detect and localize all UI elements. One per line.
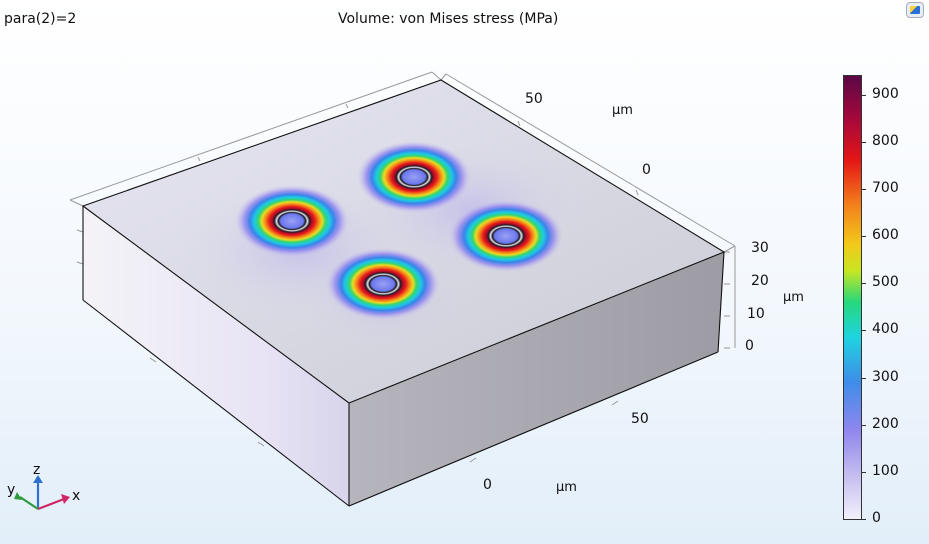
z-axis-tick-20: 20 bbox=[751, 273, 769, 289]
block-right-face bbox=[349, 252, 724, 506]
color-legend-tick bbox=[861, 236, 866, 237]
parameter-label: para(2)=2 bbox=[4, 11, 77, 27]
triad-y-label: y bbox=[7, 482, 16, 498]
front-axis-tick-50: 50 bbox=[631, 411, 649, 427]
back-axis-tick-50: 50 bbox=[525, 91, 543, 107]
z-axis-tick-30: 30 bbox=[751, 240, 769, 256]
color-legend-label: 700 bbox=[872, 180, 899, 196]
front-axis-tick-0: 0 bbox=[483, 477, 492, 493]
color-legend-label: 600 bbox=[872, 227, 899, 243]
hotspot-left bbox=[235, 185, 349, 257]
hotspot-right bbox=[449, 200, 563, 272]
color-legend-tick bbox=[861, 425, 866, 426]
block-edges bbox=[81, 79, 726, 507]
triad-z-label: z bbox=[33, 462, 41, 478]
color-legend-tick bbox=[861, 472, 866, 473]
stress-field bbox=[180, 140, 590, 350]
color-legend-label: 100 bbox=[872, 463, 899, 479]
color-legend-label: 200 bbox=[872, 416, 899, 432]
color-legend-tick bbox=[861, 519, 866, 520]
color-legend-bar bbox=[843, 75, 862, 520]
color-legend-tick bbox=[861, 189, 866, 190]
color-legend-tick bbox=[861, 95, 866, 96]
color-legend-label: 900 bbox=[872, 86, 899, 102]
plot-title: Volume: von Mises stress (MPa) bbox=[338, 11, 559, 27]
z-axis-tick-0: 0 bbox=[745, 338, 754, 354]
color-legend-tick bbox=[861, 330, 866, 331]
color-legend-label: 0 bbox=[872, 510, 881, 526]
color-legend-label: 500 bbox=[872, 274, 899, 290]
graphics-window-icon[interactable] bbox=[906, 2, 924, 18]
triad-x-label: x bbox=[72, 488, 81, 504]
hotspot-top bbox=[357, 141, 471, 213]
back-axis-tick-0: 0 bbox=[642, 162, 651, 178]
window-glyph-icon bbox=[910, 6, 920, 14]
color-legend-label: 400 bbox=[872, 321, 899, 337]
color-legend-label: 300 bbox=[872, 369, 899, 385]
z-axis-unit: µm bbox=[783, 290, 804, 305]
color-legend-label: 800 bbox=[872, 133, 899, 149]
color-legend-tick bbox=[861, 283, 866, 284]
color-legend-tick bbox=[861, 378, 866, 379]
z-axis-tick-10: 10 bbox=[747, 306, 765, 322]
hotspot-bottom bbox=[326, 248, 440, 320]
front-axis-unit: µm bbox=[556, 480, 577, 495]
back-axis-unit: µm bbox=[612, 103, 633, 118]
block-left-face bbox=[83, 206, 349, 506]
axis-triad bbox=[14, 475, 70, 511]
color-legend-tick bbox=[861, 142, 866, 143]
